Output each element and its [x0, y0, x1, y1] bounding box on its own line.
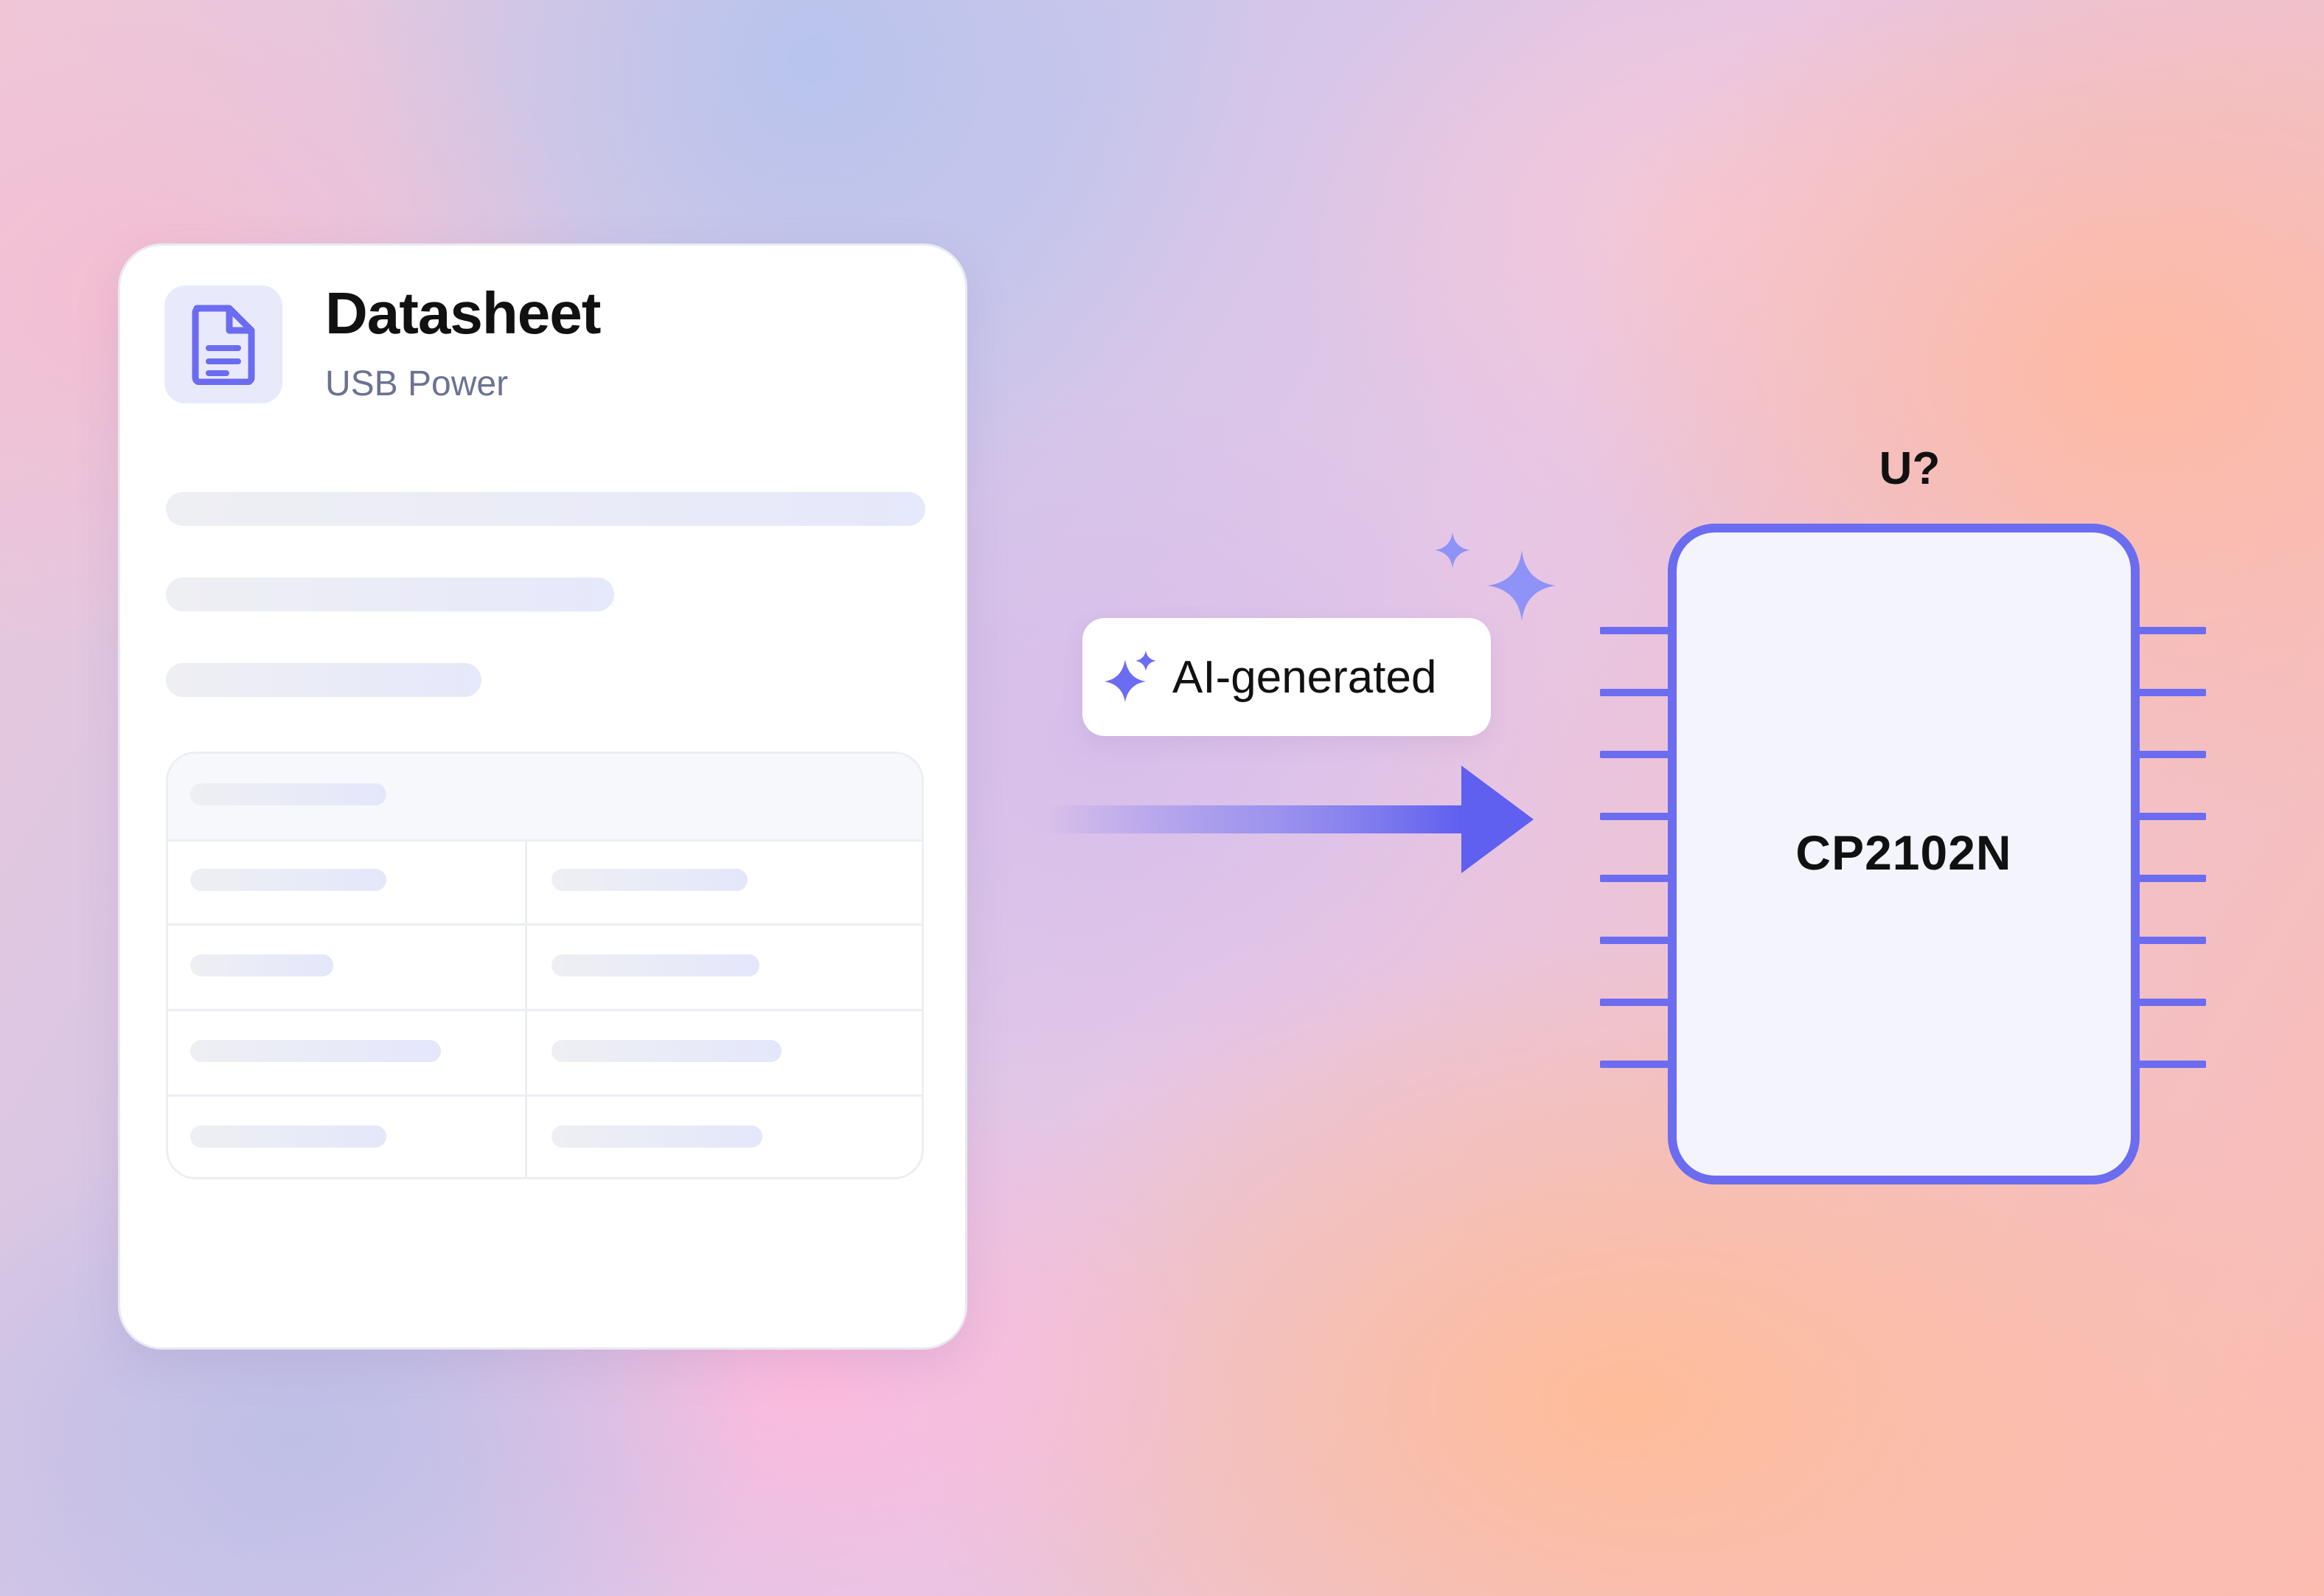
- placeholder-cell: [552, 1040, 782, 1062]
- datasheet-title: Datasheet: [325, 280, 601, 346]
- pin-right: [2135, 875, 2206, 882]
- datasheet-card: Datasheet USB Power: [118, 243, 967, 1350]
- pin-left: [1600, 813, 1671, 820]
- sparkles-icon: [1435, 532, 1556, 621]
- badge-label: AI-generated: [1172, 651, 1437, 703]
- document-icon-container: [164, 285, 282, 403]
- pin-right: [2135, 1061, 2206, 1068]
- sparkle-icon: [1104, 650, 1156, 702]
- component-symbol[interactable]: CP2102N: [1668, 524, 2140, 1184]
- pin-right: [2135, 627, 2206, 634]
- placeholder-cell: [190, 1040, 441, 1062]
- pin-right: [2135, 937, 2206, 944]
- placeholder-cell: [552, 869, 748, 891]
- placeholder-cell: [552, 1125, 762, 1148]
- ai-generated-badge: AI-generated: [1082, 618, 1491, 736]
- placeholder-table: [166, 752, 924, 1179]
- table-header: [168, 754, 922, 842]
- placeholder-line: [166, 492, 925, 526]
- document-icon: [192, 305, 255, 385]
- placeholder-cell: [190, 783, 386, 805]
- pin-right: [2135, 689, 2206, 696]
- component-part-number: CP2102N: [1795, 825, 2012, 880]
- pin-right: [2135, 999, 2206, 1006]
- arrow-right-icon: [1047, 766, 1534, 873]
- pin-right: [2135, 751, 2206, 758]
- pin-left: [1600, 689, 1671, 696]
- placeholder-line: [166, 577, 614, 611]
- pin-left: [1600, 627, 1671, 634]
- component-reference: U?: [1879, 443, 1941, 494]
- pin-left: [1600, 1061, 1671, 1068]
- placeholder-cell: [190, 1125, 386, 1148]
- pin-left: [1600, 751, 1671, 758]
- pin-left: [1600, 999, 1671, 1006]
- pin-left: [1600, 937, 1671, 944]
- placeholder-cell: [190, 869, 386, 891]
- datasheet-subtitle: USB Power: [325, 364, 509, 403]
- placeholder-cell: [190, 954, 333, 976]
- pin-left: [1600, 875, 1671, 882]
- pin-right: [2135, 813, 2206, 820]
- placeholder-cell: [552, 954, 759, 976]
- placeholder-line: [166, 663, 481, 697]
